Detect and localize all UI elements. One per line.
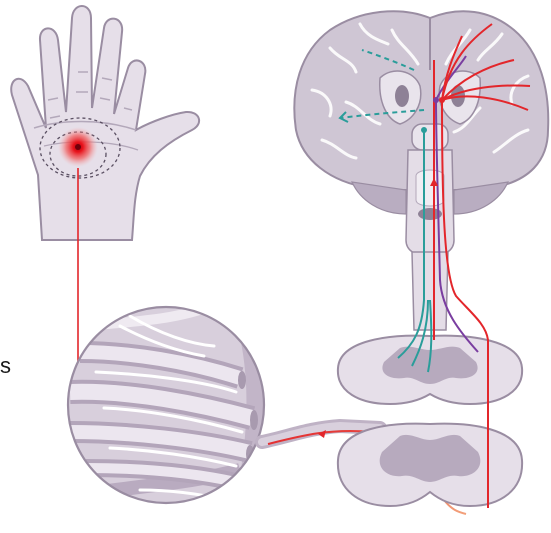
- edge-text-fragment: s: [0, 346, 20, 386]
- brain-coronal-section: [294, 11, 548, 330]
- spinal-cord-section-lower: [338, 424, 522, 506]
- nerve-bundle-magnifier: [56, 300, 280, 510]
- spinal-cord-section-upper: [338, 336, 522, 404]
- hand-illustration: [11, 6, 199, 240]
